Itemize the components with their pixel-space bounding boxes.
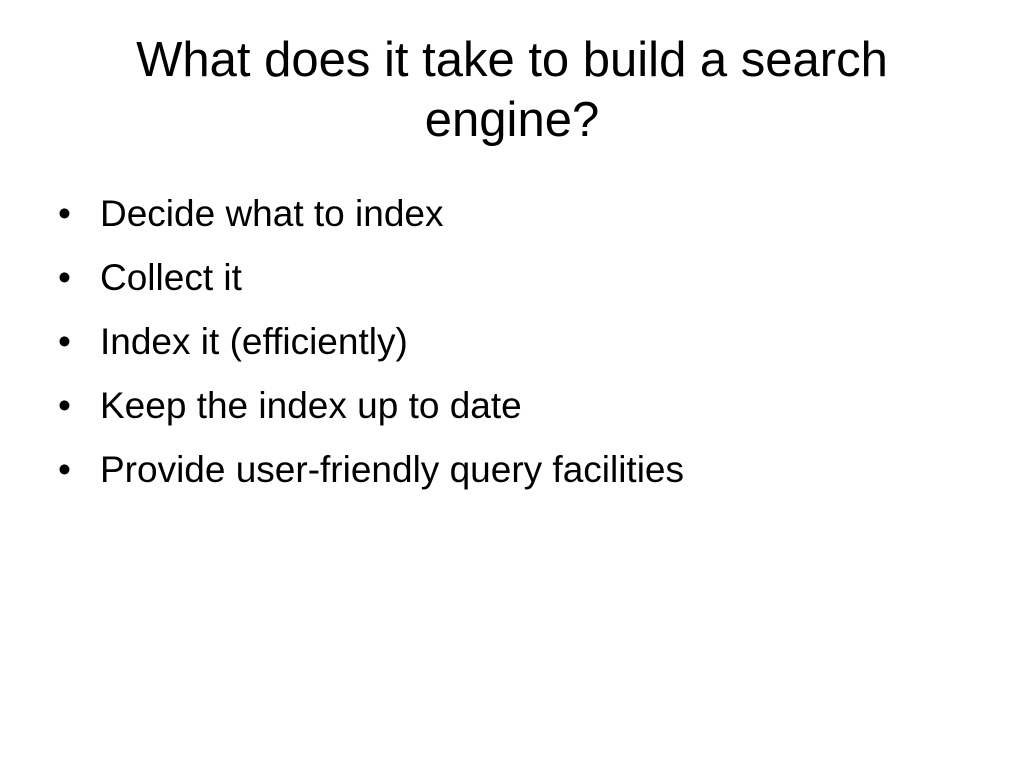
bullet-dot-icon: • bbox=[58, 321, 71, 362]
bullet-dot-icon: • bbox=[58, 449, 71, 490]
bullet-text: Provide user-friendly query facilities bbox=[100, 449, 685, 490]
bullet-text: Collect it bbox=[100, 257, 242, 298]
list-item: • Decide what to index bbox=[58, 182, 958, 246]
slide-title: What does it take to build a search engi… bbox=[136, 33, 888, 147]
bullet-text: Decide what to index bbox=[100, 193, 444, 234]
bullet-dot-icon: • bbox=[58, 193, 71, 234]
bullet-dot-icon: • bbox=[58, 385, 71, 426]
bullet-text: Keep the index up to date bbox=[100, 385, 522, 426]
list-item: • Keep the index up to date bbox=[58, 374, 958, 438]
bullet-text: Index it (efficiently) bbox=[100, 321, 408, 362]
list-item: • Collect it bbox=[58, 246, 958, 310]
list-item: • Index it (efficiently) bbox=[58, 310, 958, 374]
list-item: • Provide user-friendly query facilities bbox=[58, 438, 958, 502]
bullet-list: • Decide what to index • Collect it • In… bbox=[58, 182, 958, 502]
bullet-dot-icon: • bbox=[58, 257, 71, 298]
